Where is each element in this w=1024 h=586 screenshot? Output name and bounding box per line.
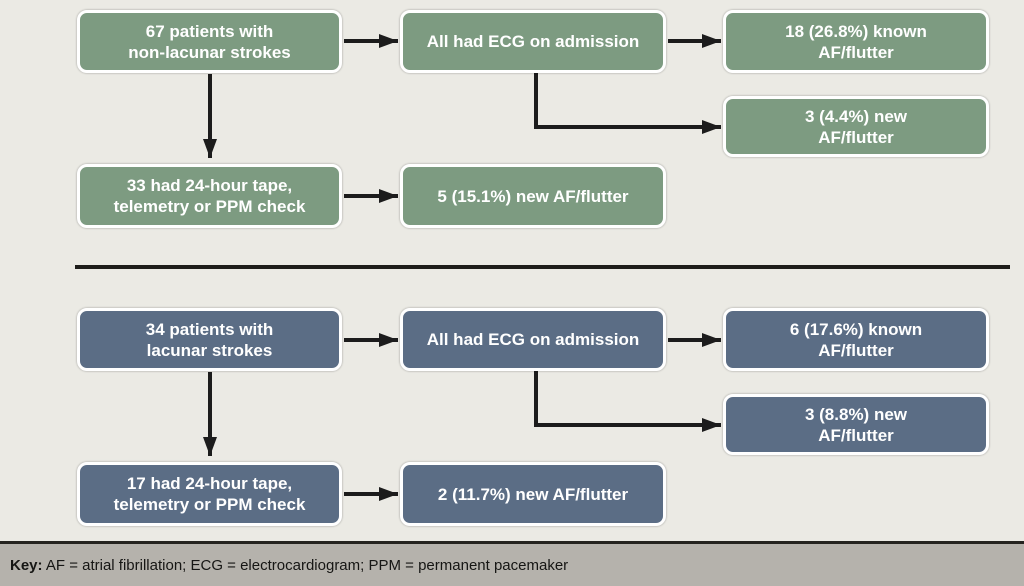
box-label-line: 34 patients with xyxy=(145,319,274,339)
box-label-line: AF/flutter xyxy=(818,42,894,62)
box-lacunar-patients: 34 patients with lacunar strokes xyxy=(77,308,342,371)
box-label-line: AF/flutter xyxy=(818,340,894,360)
box-label-line: 2 (11.7%) new AF/flutter xyxy=(437,484,629,504)
box-nonlacunar-new-af-tape: 5 (15.1%) new AF/flutter xyxy=(400,164,666,228)
section-divider xyxy=(75,265,1010,269)
box-lacunar-new-af-tape: 2 (11.7%) new AF/flutter xyxy=(400,462,666,526)
key-text: Key: AF = atrial fibrillation; ECG = ele… xyxy=(10,557,568,574)
box-nonlacunar-known-af: 18 (26.8%) known AF/flutter xyxy=(723,10,989,73)
box-nonlacunar-ecg-admission: All had ECG on admission xyxy=(400,10,666,73)
box-nonlacunar-new-af-ecg: 3 (4.4%) new AF/flutter xyxy=(723,96,989,157)
box-label-line: 3 (4.4%) new xyxy=(804,106,908,126)
box-label-line: 5 (15.1%) new AF/flutter xyxy=(437,186,629,206)
box-lacunar-tape-telemetry: 17 had 24-hour tape, telemetry or PPM ch… xyxy=(77,462,342,526)
box-label-line: AF/flutter xyxy=(818,127,894,147)
box-lacunar-new-af-ecg: 3 (8.8%) new AF/flutter xyxy=(723,394,989,455)
box-lacunar-known-af: 6 (17.6%) known AF/flutter xyxy=(723,308,989,371)
box-nonlacunar-patients: 67 patients with non-lacunar strokes xyxy=(77,10,342,73)
box-lacunar-ecg-admission: All had ECG on admission xyxy=(400,308,666,371)
box-label-line: 17 had 24-hour tape, xyxy=(126,474,293,493)
box-label-line: 18 (26.8%) known xyxy=(785,21,927,41)
arrow-c2-ecg-to-newaf xyxy=(534,371,721,432)
box-label-line: non-lacunar strokes xyxy=(128,42,291,62)
box-label-line: 3 (8.8%) new xyxy=(804,404,908,424)
box-label-line: lacunar strokes xyxy=(146,340,273,360)
box-nonlacunar-tape-telemetry: 33 had 24-hour tape, telemetry or PPM ch… xyxy=(77,164,342,228)
key-abbreviations: AF = atrial fibrillation; ECG = electroc… xyxy=(42,556,569,574)
box-label-line: 33 had 24-hour tape, xyxy=(126,176,293,195)
key-bar: Key: AF = atrial fibrillation; ECG = ele… xyxy=(0,541,1024,586)
key-label: Key: xyxy=(10,556,43,574)
box-label-line: 67 patients with xyxy=(145,21,274,41)
box-label-line: All had ECG on admission xyxy=(426,330,640,349)
box-label-line: 6 (17.6%) known xyxy=(789,319,923,339)
box-label-line: telemetry or PPM check xyxy=(113,197,306,216)
box-label-line: AF/flutter xyxy=(818,425,894,445)
arrow-c1-ecg-to-newaf xyxy=(534,73,721,134)
box-label-line: All had ECG on admission xyxy=(426,32,640,51)
box-label-line: telemetry or PPM check xyxy=(113,495,306,514)
